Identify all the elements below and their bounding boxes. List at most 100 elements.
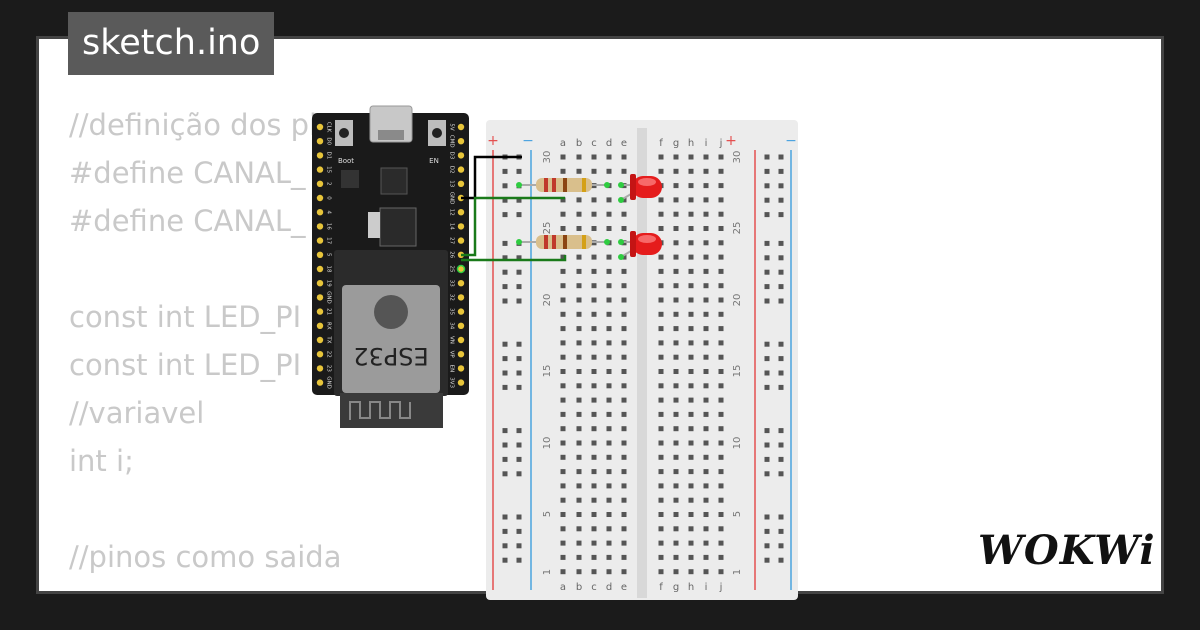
terminal-hole (688, 311, 694, 317)
column-label: f (659, 138, 663, 149)
terminal-hole (703, 183, 709, 189)
terminal-hole (591, 326, 597, 332)
rail-hole (778, 528, 784, 534)
led-highlight (638, 235, 656, 243)
pin-right (457, 308, 465, 315)
terminal-hole (703, 411, 709, 417)
rail-hole (764, 543, 770, 549)
resistor-band (563, 235, 567, 249)
terminal-hole (576, 397, 582, 403)
terminal-hole (621, 569, 627, 575)
pin-label-left: D1 (326, 152, 332, 160)
terminal-hole (688, 469, 694, 475)
terminal-hole (560, 397, 566, 403)
rail-hole (764, 255, 770, 261)
terminal-hole (606, 168, 612, 174)
terminal-hole (576, 168, 582, 174)
terminal-hole (591, 369, 597, 374)
pin-label-left: CLK (326, 122, 332, 133)
terminal-hole (673, 483, 679, 489)
terminal-hole (621, 526, 627, 532)
terminal-hole (606, 540, 612, 546)
terminal-hole (576, 340, 582, 346)
connection-point (618, 254, 624, 260)
pin-left (316, 251, 324, 258)
terminal-hole (718, 483, 724, 489)
pin-left (316, 223, 324, 230)
terminal-hole (576, 283, 582, 289)
terminal-hole (591, 411, 597, 417)
terminal-hole (703, 497, 709, 503)
rail-hole (764, 168, 770, 174)
terminal-hole (606, 369, 612, 374)
pin-right (457, 138, 465, 145)
row-number: 25 (542, 222, 553, 235)
terminal-hole (591, 283, 597, 289)
terminal-hole (560, 526, 566, 532)
rail-hole (502, 240, 508, 246)
row-number: 1 (732, 569, 743, 575)
terminal-hole (576, 469, 582, 475)
terminal-hole (606, 154, 612, 160)
rail-hole (778, 341, 784, 347)
terminal-hole (576, 226, 582, 231)
pin-right (457, 237, 465, 244)
terminal-hole (576, 297, 582, 303)
terminal-hole (591, 454, 597, 460)
pin-left (316, 379, 324, 386)
pin-left (316, 237, 324, 244)
wires (456, 155, 567, 274)
terminal-hole (673, 426, 679, 432)
terminal-hole (688, 226, 694, 231)
led-highlight (638, 178, 656, 186)
terminal-hole (606, 197, 612, 203)
rail-hole (778, 356, 784, 362)
connection-point (516, 182, 522, 188)
pin-right (457, 209, 465, 216)
terminal-hole (576, 254, 582, 260)
terminal-hole (591, 426, 597, 432)
terminal-hole (703, 297, 709, 303)
terminal-hole (673, 512, 679, 517)
terminal-hole (658, 512, 664, 517)
terminal-hole (673, 240, 679, 246)
terminal-hole (560, 297, 566, 303)
pin-label-left: D0 (326, 137, 332, 145)
usb-uart-chip (380, 167, 408, 195)
rail-hole (516, 557, 522, 563)
terminal-hole (591, 526, 597, 532)
terminal-hole (560, 483, 566, 489)
resistor-band (582, 235, 586, 249)
terminal-hole (591, 512, 597, 517)
terminal-hole (718, 311, 724, 317)
terminal-hole (658, 411, 664, 417)
column-label: a (560, 138, 566, 149)
rail-hole (502, 356, 508, 362)
code-line: const int LED_PI ) (69, 300, 534, 334)
terminal-hole (673, 211, 679, 217)
espressif-logo (374, 295, 408, 329)
column-label: a (560, 582, 566, 593)
pin-left (316, 308, 324, 315)
terminal-hole (688, 483, 694, 489)
rail-hole (502, 370, 508, 376)
terminal-hole (621, 226, 627, 231)
regulator (341, 170, 359, 188)
terminal-hole (688, 240, 694, 246)
file-tab[interactable]: sketch.ino (68, 12, 275, 75)
rail-hole (502, 456, 508, 462)
pin-left (316, 280, 324, 287)
pin-left (316, 123, 324, 131)
terminal-hole (560, 383, 566, 389)
rail-hole (764, 471, 770, 477)
rail-minus-label: − (522, 133, 534, 149)
terminal-hole (606, 283, 612, 289)
pin-right (457, 379, 465, 386)
rail-hole (778, 197, 784, 203)
column-label: d (606, 138, 612, 149)
terminal-hole (560, 554, 566, 560)
terminal-hole (591, 297, 597, 303)
rail-hole (502, 183, 508, 189)
rail-hole (502, 543, 508, 549)
